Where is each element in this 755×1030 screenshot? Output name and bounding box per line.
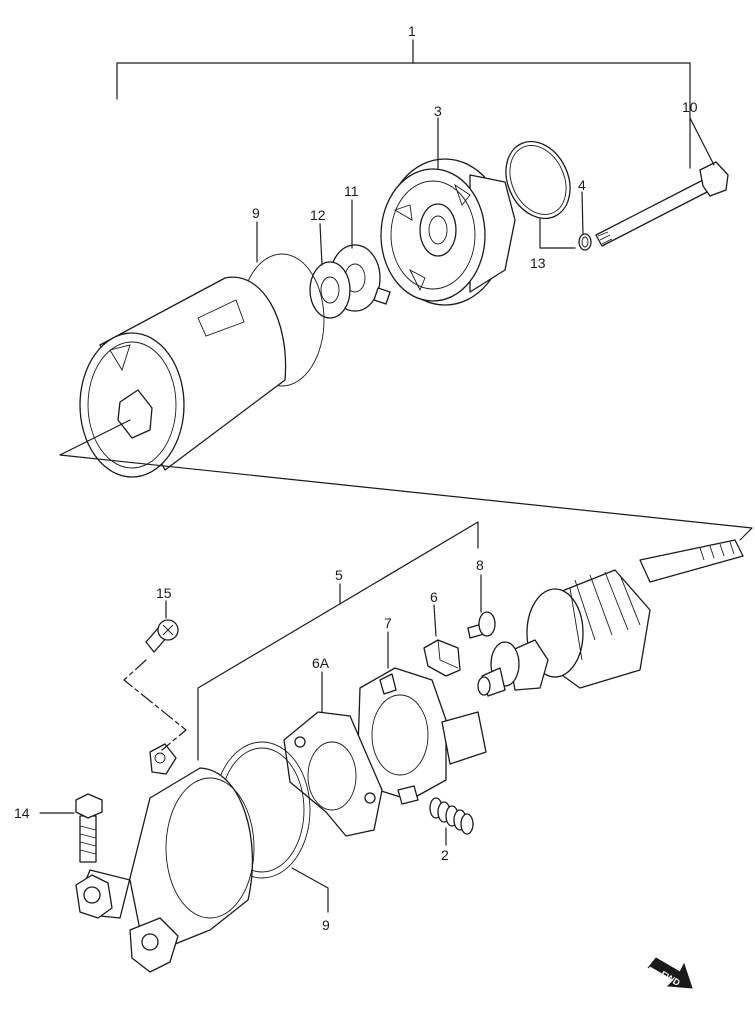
part-14-bolt bbox=[39, 793, 103, 863]
center-axis-line bbox=[59, 419, 753, 541]
callout-14: 14 bbox=[14, 805, 30, 821]
callout-9-bottom: 9 bbox=[322, 917, 330, 933]
callout-15: 15 bbox=[156, 585, 172, 601]
callout-7: 7 bbox=[384, 615, 392, 631]
assembly-1-bracket bbox=[116, 39, 691, 169]
callout-9-top: 9 bbox=[252, 205, 260, 221]
part-3-end-cover bbox=[380, 117, 516, 306]
callout-12: 12 bbox=[310, 207, 326, 223]
yoke-housing bbox=[79, 276, 287, 478]
callout-2: 2 bbox=[441, 847, 449, 863]
callout-4: 4 bbox=[578, 177, 586, 193]
part-6-brush bbox=[423, 604, 461, 677]
part-4-o-ring bbox=[578, 191, 592, 251]
part-7-brush-holder bbox=[357, 631, 487, 805]
fwd-arrow-icon: FWD bbox=[647, 957, 693, 989]
end-housing bbox=[75, 743, 255, 973]
callout-1: 1 bbox=[408, 23, 416, 39]
part-10-through-bolt bbox=[595, 117, 729, 247]
part-12-washer bbox=[309, 223, 351, 319]
armature bbox=[477, 539, 744, 697]
callout-labels: 1 10 3 4 13 9 12 11 8 5 15 6 7 6A 14 2 9 bbox=[14, 23, 698, 933]
assembly-5-bracket bbox=[197, 521, 479, 761]
callout-6a: 6A bbox=[312, 655, 330, 671]
callout-11: 11 bbox=[344, 183, 359, 199]
part-13-large-o-ring bbox=[505, 140, 576, 249]
part-8-screw bbox=[467, 574, 496, 639]
callout-6: 6 bbox=[430, 589, 438, 605]
callout-5: 5 bbox=[335, 567, 343, 583]
callout-8: 8 bbox=[476, 557, 484, 573]
part-2-spring bbox=[429, 797, 474, 846]
callout-10: 10 bbox=[682, 99, 698, 115]
callout-13: 13 bbox=[530, 255, 546, 271]
part-15-screw bbox=[123, 600, 187, 751]
callout-3: 3 bbox=[434, 103, 442, 119]
